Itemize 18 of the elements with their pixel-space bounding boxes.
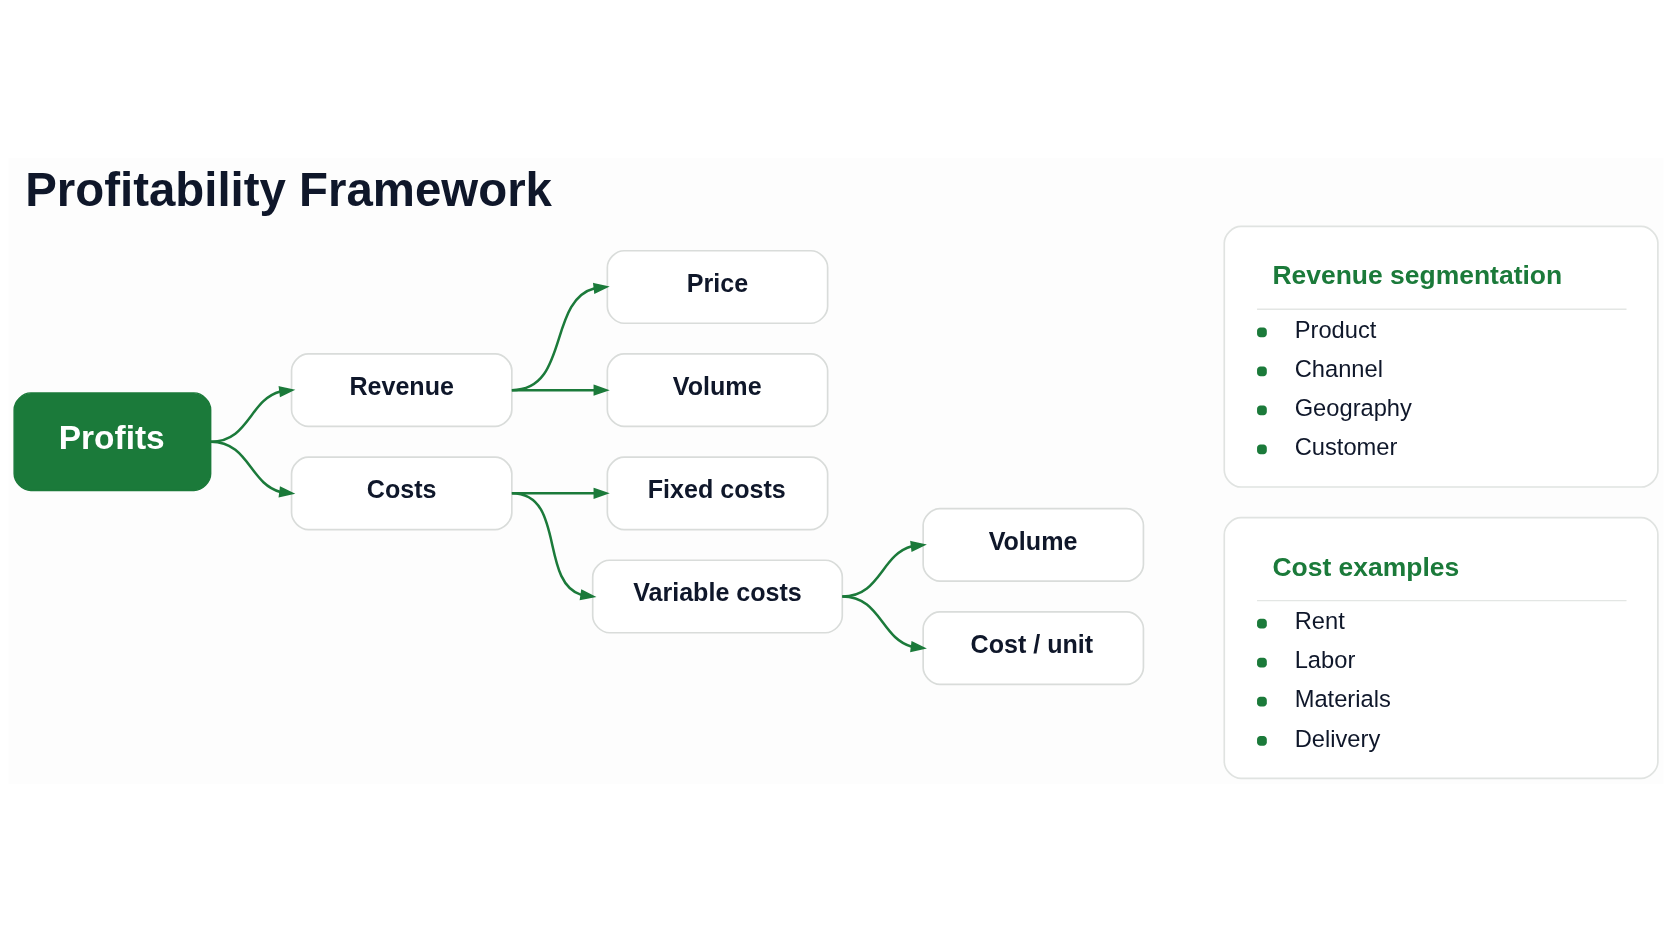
node-box: Price <box>606 249 829 324</box>
arrow <box>511 383 610 396</box>
arrow <box>842 594 927 652</box>
arrow <box>210 439 296 497</box>
node-box: Profits <box>13 391 212 491</box>
node-box: Cost / unit <box>922 610 1145 685</box>
arrow <box>511 282 610 391</box>
node-box: Fixed costs <box>606 455 829 530</box>
node-box: Costs <box>290 455 513 530</box>
node-box: Volume <box>922 507 1145 582</box>
node-box: Volume <box>606 352 829 427</box>
node-box: Revenue segmentation Product Channel Geography Customer <box>1223 225 1659 488</box>
arrow <box>210 385 296 443</box>
diagram-title: Profitability Framework <box>25 162 552 216</box>
node-box: Variable costs <box>591 558 844 634</box>
arrow <box>511 491 597 600</box>
node-box: Cost examples Rent Labor Materials Delivery <box>1223 516 1659 779</box>
node-box: Revenue <box>290 352 513 427</box>
